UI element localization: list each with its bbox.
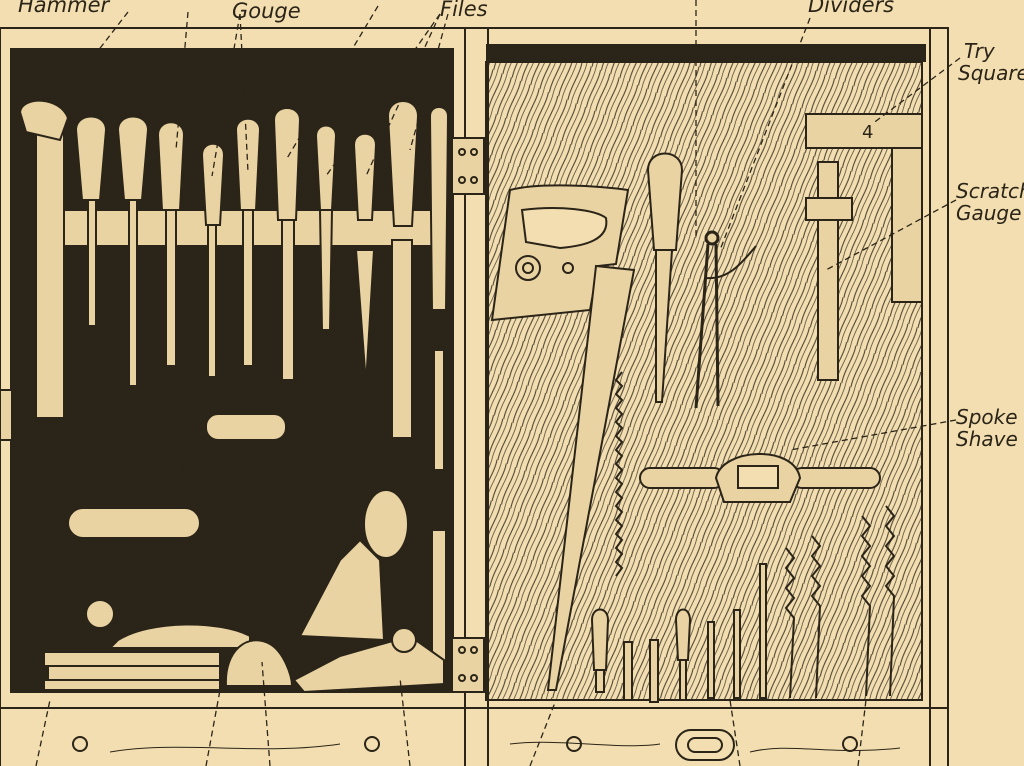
chisel-set [74,100,450,671]
label-spoke-shave: Spoke Shave [956,406,1018,450]
label-try-square: Try Square [958,40,1024,84]
brace [67,413,409,559]
hammer [18,99,70,419]
label-square: Square [958,61,1024,85]
drawer-front [72,729,901,761]
try-square: 4 [805,113,923,303]
label-gauge: Gauge [956,201,1022,225]
jack-plane [292,538,445,694]
label-spoke: Spoke [956,405,1018,429]
label-scratch-gauge: Scratch Gauge [956,180,1024,224]
label-try: Try [964,39,995,63]
tool-rack [35,209,447,247]
label-dividers: Dividers [808,0,895,17]
spoke-shave [639,453,881,503]
label-gouge: Gouge [232,0,301,23]
hinge [0,137,485,693]
label-scratch: Scratch [956,179,1024,203]
label-hammer: Hammer [18,0,110,17]
label-shave: Shave [956,427,1018,451]
keyhole-saw [646,152,684,403]
scratch-gauge [805,161,853,381]
auger-bits [590,505,896,703]
block-plane [43,599,294,691]
label-files: Files [440,0,488,21]
try-square-mark: 4 [862,122,873,143]
dividers [694,230,757,409]
hand-saw [490,184,636,691]
leader-lines [35,0,961,766]
